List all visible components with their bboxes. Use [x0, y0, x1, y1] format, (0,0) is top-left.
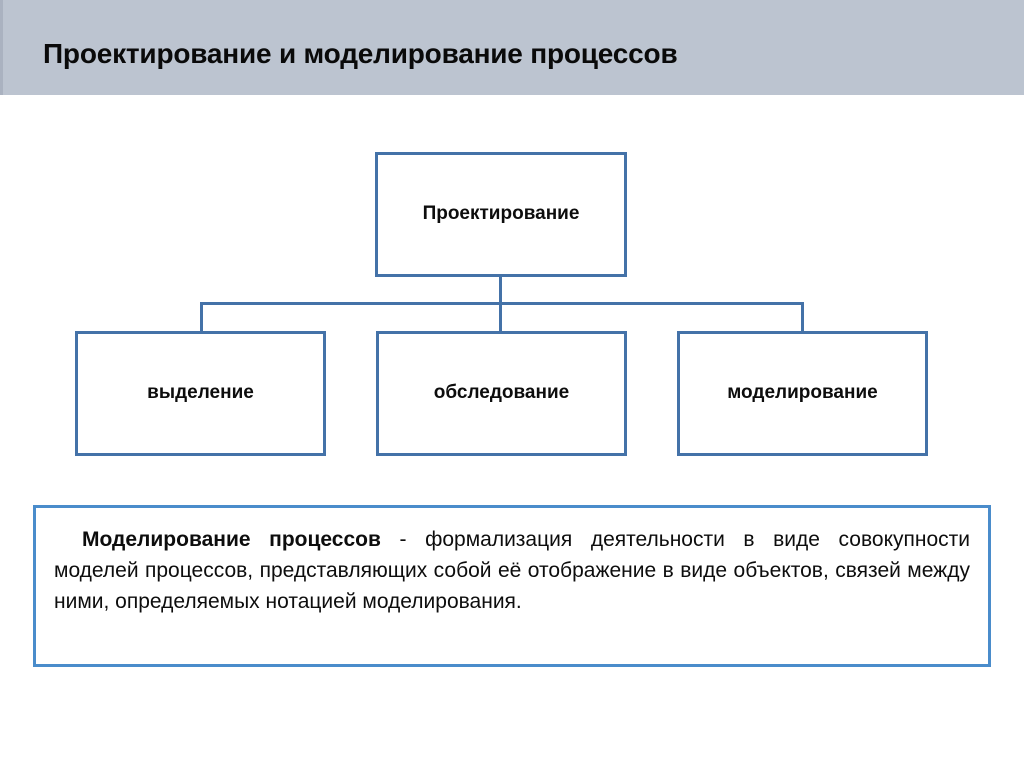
- definition-separator: -: [380, 528, 426, 551]
- header-bar: Проектирование и моделирование процессов: [0, 0, 1024, 95]
- diagram-node-root-label: Проектирование: [422, 203, 580, 225]
- connector-drop-right: [801, 302, 804, 333]
- diagram-node-vydelenie[interactable]: выделение: [75, 331, 326, 456]
- connector-drop-center: [499, 302, 502, 333]
- diagram-node-root[interactable]: Проектирование: [375, 152, 627, 277]
- diagram-node-modelirovanie[interactable]: моделирование: [677, 331, 928, 456]
- diagram-node-obsledovanie-label: обследование: [433, 382, 570, 404]
- connector-root-stem: [499, 277, 502, 305]
- definition-paragraph: Моделирование процессов - формализация д…: [54, 524, 970, 617]
- connector-crossbar: [200, 302, 804, 305]
- definition-body: формализация деятельности в виде совокуп…: [54, 528, 970, 613]
- diagram-node-modelirovanie-label: моделирование: [727, 382, 878, 404]
- diagram-node-vydelenie-label: выделение: [147, 382, 254, 404]
- page-title: Проектирование и моделирование процессов: [43, 38, 678, 69]
- definition-term: Моделирование процессов: [82, 528, 381, 551]
- definition-callout: Моделирование процессов - формализация д…: [33, 505, 991, 667]
- connector-drop-left: [200, 302, 203, 333]
- diagram-node-obsledovanie[interactable]: обследование: [376, 331, 627, 456]
